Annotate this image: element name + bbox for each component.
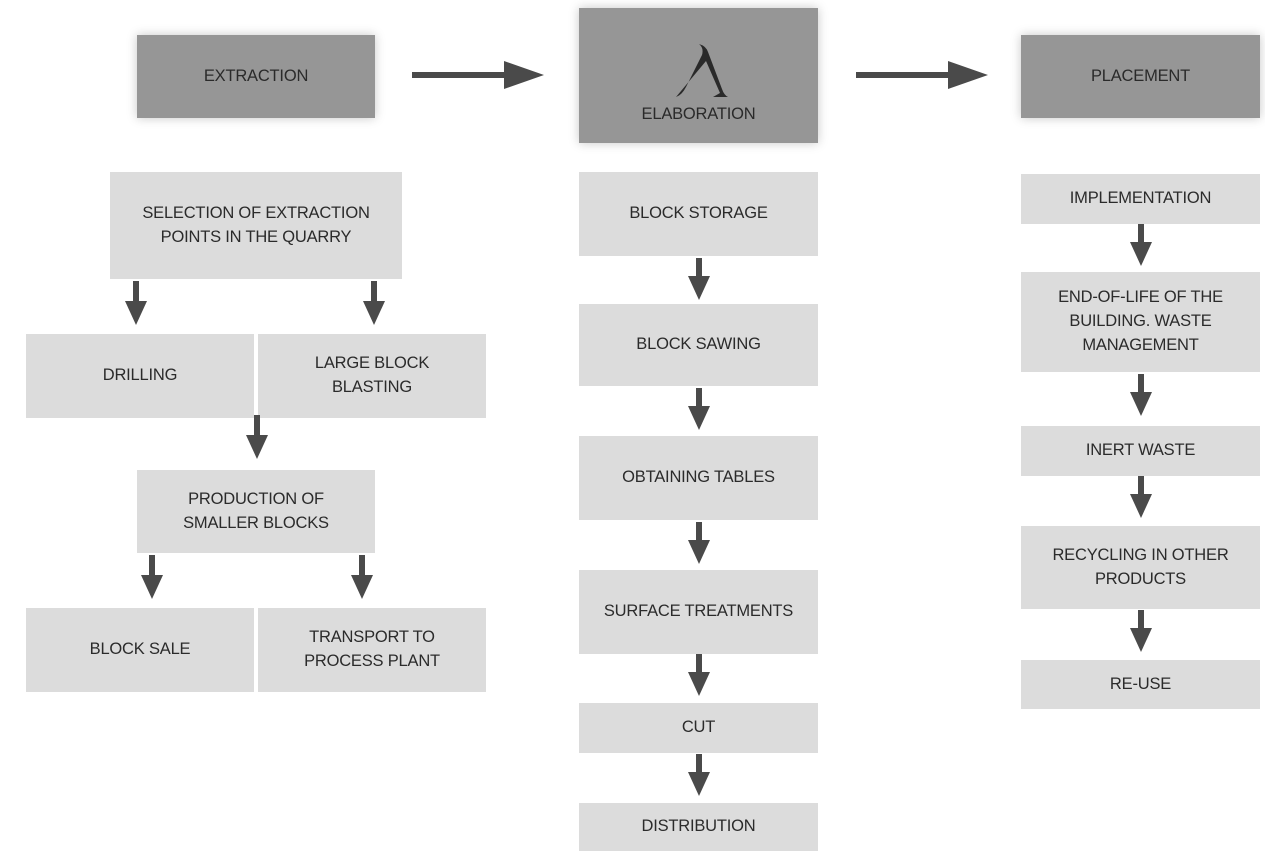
step-recycling-other-products: RECYCLING IN OTHER PRODUCTS [1021,526,1260,609]
step-label: RECYCLING IN OTHER PRODUCTS [1052,545,1229,588]
arrow-down-icon [688,654,710,696]
lambda-logo-icon [675,44,728,98]
stage-extraction-label: EXTRACTION [203,66,309,85]
step-selection-extraction-points: SELECTION OF EXTRACTION POINTS IN THE QU… [110,172,402,279]
arrow-down-icon [246,415,268,459]
step-label: PRODUCTION OF SMALLER BLOCKS [183,489,329,532]
step-re-use: RE-USE [1021,660,1260,709]
stage-elaboration: ELABORATION [579,8,818,143]
step-block-sale: BLOCK SALE [26,608,254,692]
step-surface-treatments: SURFACE TREATMENTS [579,570,818,654]
stage-placement-label: PLACEMENT [1090,66,1191,85]
step-large-block-blasting: LARGE BLOCK BLASTING [258,334,486,418]
arrow-down-icon [1130,610,1152,652]
arrow-down-icon [688,388,710,430]
step-label: INERT WASTE [1085,441,1196,460]
arrow-down-icon [141,555,163,599]
step-drilling: DRILLING [26,334,254,418]
step-label: RE-USE [1109,674,1172,693]
step-distribution: DISTRIBUTION [579,803,818,851]
step-label: SELECTION OF EXTRACTION POINTS IN THE QU… [142,203,370,246]
step-label: OBTAINING TABLES [622,468,775,487]
arrow-down-icon [1130,224,1152,266]
arrow-down-icon [688,754,710,796]
stage-placement: PLACEMENT [1021,35,1260,118]
stage-extraction: EXTRACTION [137,35,375,118]
step-label: TRANSPORT TO PROCESS PLANT [304,628,440,670]
step-inert-waste: INERT WASTE [1021,426,1260,476]
step-label: BLOCK SAWING [636,335,761,354]
step-label: DISTRIBUTION [641,817,756,836]
arrow-down-icon [1130,476,1152,518]
step-label: IMPLEMENTATION [1069,189,1212,208]
step-label: BLOCK SALE [89,640,191,659]
step-label: END-OF-LIFE OF THE BUILDING. WASTE MANAG… [1058,288,1223,354]
step-cut: CUT [579,703,818,753]
step-implementation: IMPLEMENTATION [1021,174,1260,224]
arrow-down-icon [688,258,710,300]
step-transport-to-process-plant: TRANSPORT TO PROCESS PLANT [258,608,486,692]
step-label: DRILLING [102,366,178,385]
step-label: BLOCK STORAGE [629,204,768,223]
step-production-smaller-blocks: PRODUCTION OF SMALLER BLOCKS [137,470,375,553]
arrow-right-icon [856,61,988,89]
arrow-down-icon [363,281,385,325]
arrow-right-icon [412,61,544,89]
arrow-down-icon [351,555,373,599]
step-label: LARGE BLOCK BLASTING [314,354,430,396]
step-obtaining-tables: OBTAINING TABLES [579,436,818,520]
step-block-sawing: BLOCK SAWING [579,304,818,386]
step-label: CUT [681,718,716,737]
step-block-storage: BLOCK STORAGE [579,172,818,256]
stage-elaboration-label: ELABORATION [641,105,756,124]
step-label: SURFACE TREATMENTS [603,602,794,621]
arrow-down-icon [1130,374,1152,416]
arrow-down-icon [688,522,710,564]
arrow-down-icon [125,281,147,325]
step-end-of-life-waste-management: END-OF-LIFE OF THE BUILDING. WASTE MANAG… [1021,272,1260,372]
